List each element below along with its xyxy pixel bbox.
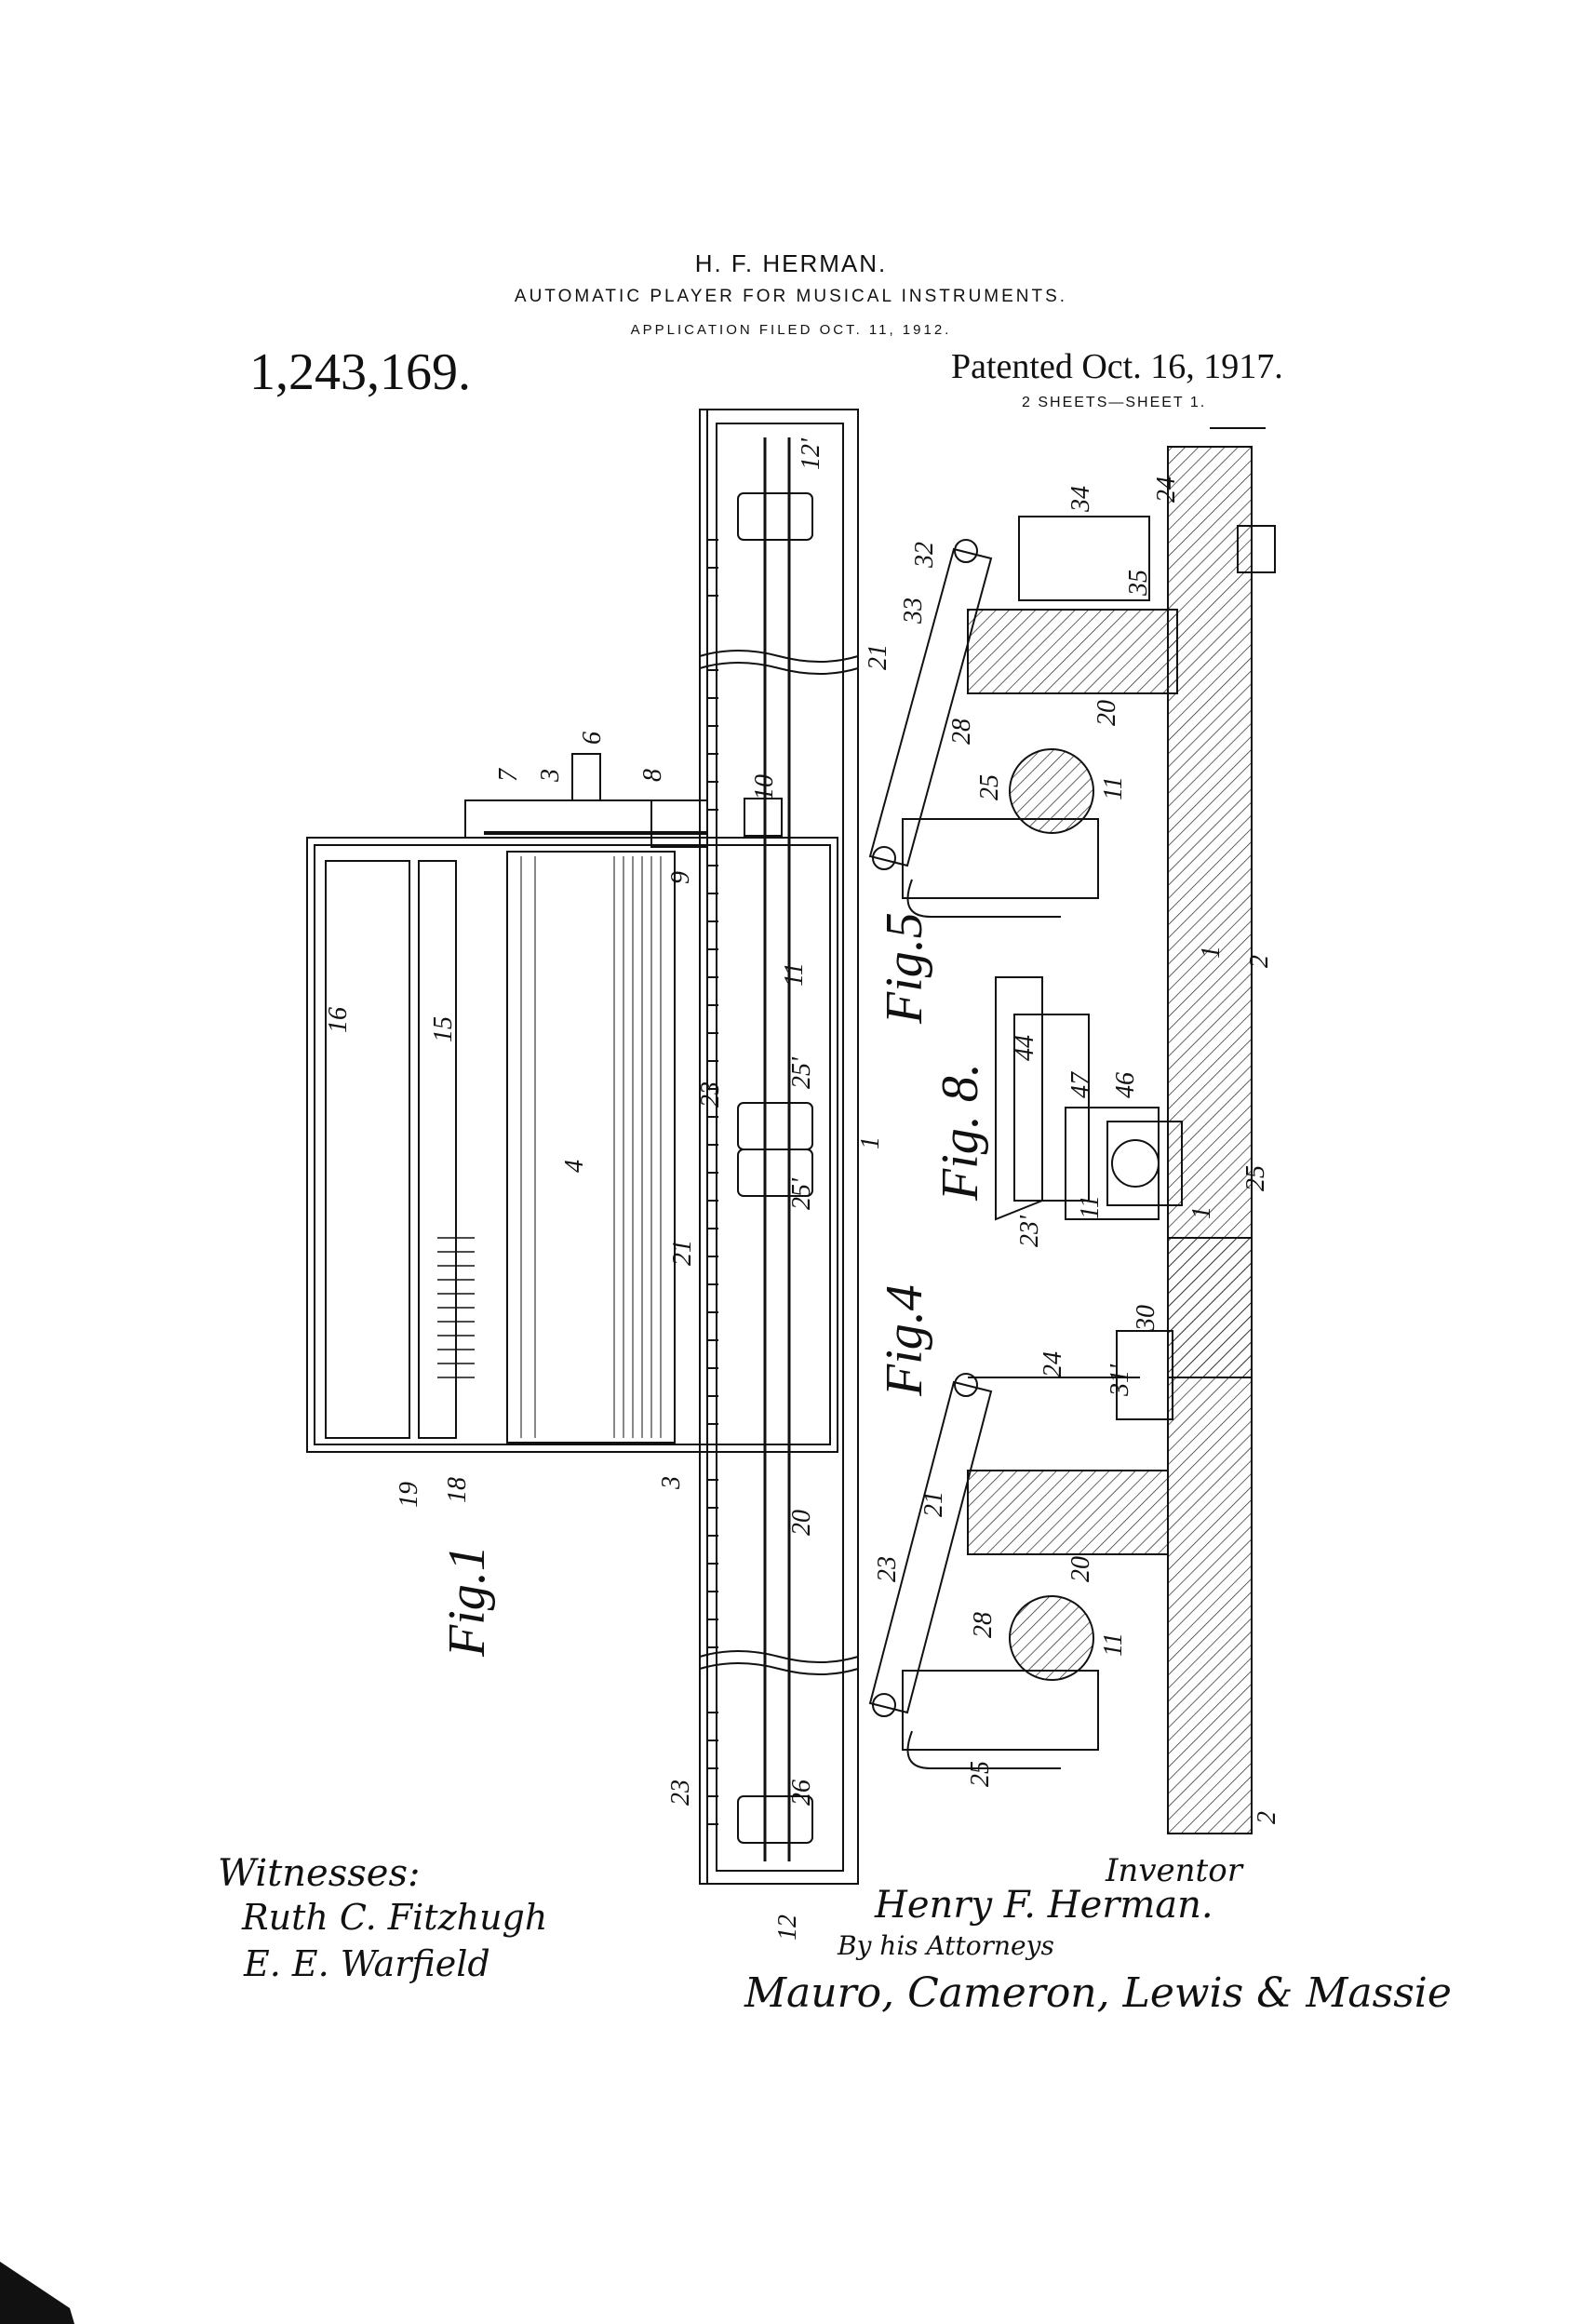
ref8-25: 25 xyxy=(1241,1165,1270,1191)
ref5-20: 20 xyxy=(1093,700,1121,726)
ref-9: 9 xyxy=(666,871,695,884)
ref5-34: 34 xyxy=(1066,486,1095,513)
patented-date: Patented Oct. 16, 1917. xyxy=(951,347,1283,386)
ref-4: 4 xyxy=(560,1160,589,1173)
attorneys-label: By his Attorneys xyxy=(838,1930,1054,1961)
roll-frame xyxy=(306,837,838,1453)
figure-8-drawing xyxy=(995,976,1183,1221)
ref5-25: 25 xyxy=(975,774,1004,800)
figure-4-reference-numerals: 30 24 31' 21 23 20 28 11 25 2 xyxy=(873,1305,1281,1824)
ref5-2: 2 xyxy=(1245,955,1274,968)
inventor-label: Inventor xyxy=(1106,1852,1242,1889)
fig-5-label: Fig.5 xyxy=(876,912,933,1025)
inventor-signature: Henry F. Herman. xyxy=(875,1884,1213,1927)
corner-mark xyxy=(0,2262,74,2324)
ref8-47: 47 xyxy=(1066,1071,1095,1098)
ref-25prime-b: 25' xyxy=(787,1177,816,1210)
ref5-21: 21 xyxy=(864,644,892,670)
ref-20: 20 xyxy=(787,1510,816,1536)
ref-26: 26 xyxy=(787,1780,816,1806)
ref8-11: 11 xyxy=(1076,1195,1105,1219)
figure-4-drawing xyxy=(868,1237,1253,1834)
fig-4-label: Fig.4 xyxy=(876,1284,933,1397)
ref4-20: 20 xyxy=(1066,1556,1095,1582)
ref5-33: 33 xyxy=(899,598,928,625)
ref-23: 23 xyxy=(696,1081,725,1108)
witness-2-signature: E. E. Warfield xyxy=(244,1943,490,1984)
ref5-28: 28 xyxy=(947,719,976,745)
crank-6 xyxy=(571,753,601,801)
ref-7: 7 xyxy=(494,768,523,782)
ref4-23: 23 xyxy=(873,1556,902,1582)
ref-3-bottom: 3 xyxy=(657,1476,686,1490)
ref8-1: 1 xyxy=(1187,1206,1216,1219)
fig-8-label: Fig. 8. xyxy=(932,1063,989,1202)
ref-10: 10 xyxy=(750,774,779,800)
witnesses-label: Witnesses: xyxy=(218,1852,421,1895)
ref8-23prime: 23' xyxy=(1015,1215,1044,1247)
fig-1-label: Fig.1 xyxy=(438,1545,496,1658)
patent-title: AUTOMATIC PLAYER FOR MUSICAL INSTRUMENTS… xyxy=(514,287,1068,306)
ref4-2: 2 xyxy=(1253,1811,1281,1824)
ref-23-bottom: 23 xyxy=(666,1780,695,1806)
patent-number: 1,243,169. xyxy=(249,343,471,401)
ref4-30: 30 xyxy=(1132,1305,1160,1332)
figure-8-reference-numerals: 44 47 46 23' 11 1 25 xyxy=(1011,1035,1270,1247)
ref-16: 16 xyxy=(324,1007,353,1033)
ref-6: 6 xyxy=(578,732,607,745)
ref4-24: 24 xyxy=(1039,1351,1067,1377)
ref5-11: 11 xyxy=(1099,776,1128,800)
ref5-24: 24 xyxy=(1152,477,1181,503)
patent-inventor-header: H. F. HERMAN. xyxy=(694,249,888,277)
attorneys-signature: Mauro, Cameron, Lewis & Massie xyxy=(744,1969,1452,2017)
ref5-1: 1 xyxy=(1197,946,1226,959)
sheet-count: 2 SHEETS—SHEET 1. xyxy=(1022,395,1207,410)
figure-5-drawing xyxy=(868,427,1276,1378)
ref-8: 8 xyxy=(638,769,667,782)
ref4-25: 25 xyxy=(966,1761,995,1787)
ref-1: 1 xyxy=(856,1136,885,1149)
witness-1-signature: Ruth C. Fitzhugh xyxy=(242,1897,548,1938)
ref5-32: 32 xyxy=(910,542,939,569)
ref-12: 12 xyxy=(773,1914,802,1941)
figure-1-reference-numerals: 12' 6 7 3 8 10 9 16 15 4 11 25' 23 25' 1… xyxy=(324,437,885,1941)
ref-15: 15 xyxy=(429,1016,458,1042)
key-rail xyxy=(699,409,859,1885)
ref-21: 21 xyxy=(668,1240,697,1266)
figure-5-reference-numerals: 24 34 32 33 35 21 20 28 25 11 1 2 xyxy=(864,477,1274,968)
take-up-roll-16 xyxy=(325,860,410,1439)
application-filed-date: APPLICATION FILED OCT. 11, 1912. xyxy=(630,322,952,338)
ref-12prime: 12' xyxy=(797,437,825,470)
ref-3-top: 3 xyxy=(536,769,565,783)
ref4-28: 28 xyxy=(969,1612,998,1638)
ref4-21: 21 xyxy=(919,1491,948,1517)
ref4-11: 11 xyxy=(1099,1632,1128,1657)
ref-18: 18 xyxy=(443,1477,472,1503)
ref-11: 11 xyxy=(780,962,809,987)
ref4-31prime: 31' xyxy=(1106,1364,1134,1397)
ref-19: 19 xyxy=(395,1482,423,1508)
ref8-46: 46 xyxy=(1111,1072,1140,1098)
figure-1-drawing xyxy=(306,409,859,1885)
music-roll-4 xyxy=(506,851,676,1444)
ref-25prime-a: 25' xyxy=(787,1056,816,1089)
ref5-35: 35 xyxy=(1124,570,1153,597)
ref8-44: 44 xyxy=(1011,1035,1039,1061)
